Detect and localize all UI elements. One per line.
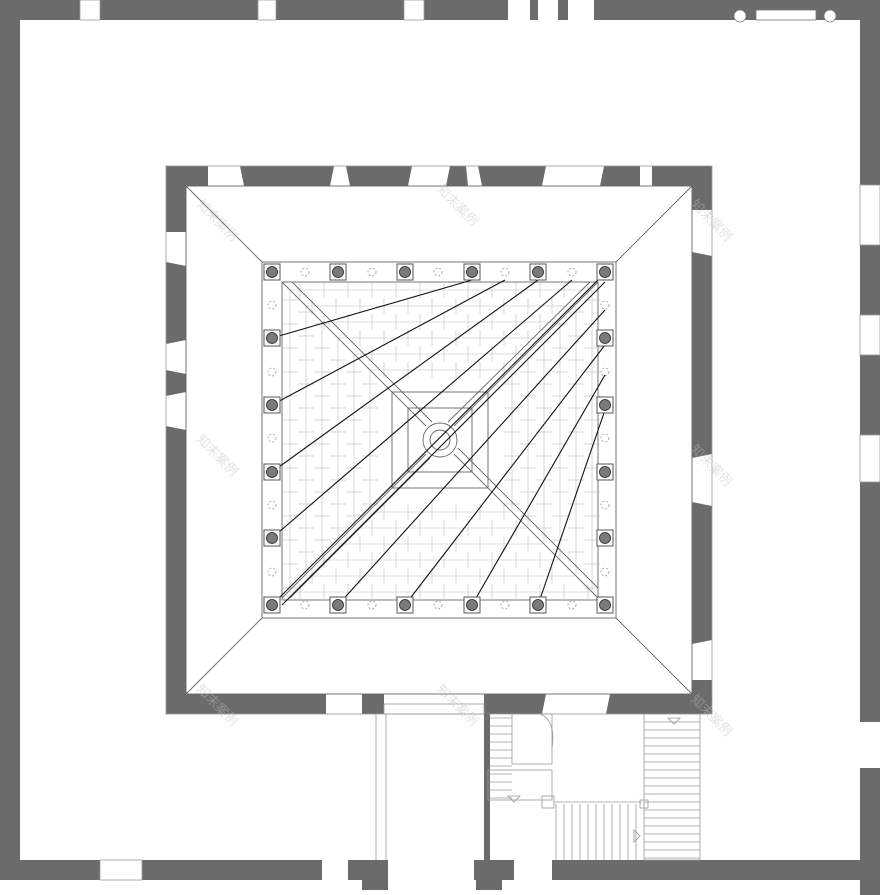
light-fixture xyxy=(267,567,277,577)
inner-walls xyxy=(165,165,713,715)
column-core xyxy=(266,599,278,611)
column-core xyxy=(399,599,411,611)
cable xyxy=(281,281,606,606)
cable xyxy=(471,374,606,606)
cable xyxy=(271,279,573,539)
cable xyxy=(404,344,606,606)
light-fixture xyxy=(500,600,510,610)
cable xyxy=(337,309,606,606)
watermark-text: 知末案例 xyxy=(194,197,241,244)
light-fixture xyxy=(600,567,610,577)
cable xyxy=(271,279,539,473)
light-fixture xyxy=(367,600,377,610)
light-fixture xyxy=(500,267,510,277)
column-core xyxy=(599,466,611,478)
column-core xyxy=(599,399,611,411)
column-core xyxy=(599,599,611,611)
cable xyxy=(537,409,606,606)
column-core xyxy=(399,266,411,278)
light-fixture xyxy=(367,267,377,277)
light-fixture xyxy=(600,300,610,310)
light-fixture xyxy=(267,367,277,377)
column-core xyxy=(532,266,544,278)
stair-area xyxy=(375,703,701,861)
column-core xyxy=(266,399,278,411)
column-core xyxy=(466,266,478,278)
column-core xyxy=(266,466,278,478)
column-core xyxy=(599,266,611,278)
light-fixture xyxy=(267,300,277,310)
light-fixture xyxy=(600,500,610,510)
column-core xyxy=(332,266,344,278)
cable xyxy=(271,279,506,406)
light-fixture xyxy=(600,367,610,377)
column-core xyxy=(599,532,611,544)
column-core xyxy=(532,599,544,611)
cable xyxy=(271,277,601,606)
column-core xyxy=(266,532,278,544)
column-core xyxy=(266,266,278,278)
column-core xyxy=(266,332,278,344)
atrium xyxy=(185,185,693,695)
light-fixture xyxy=(300,600,310,610)
light-fixture xyxy=(433,267,443,277)
light-fixture xyxy=(600,433,610,443)
light-fixture xyxy=(267,500,277,510)
light-fixture xyxy=(567,600,577,610)
cable xyxy=(271,279,473,339)
column-core xyxy=(332,599,344,611)
light-fixture xyxy=(300,267,310,277)
light-fixture xyxy=(433,600,443,610)
column-core xyxy=(599,332,611,344)
watermark-text: 知末案例 xyxy=(434,682,481,729)
watermark-text: 知末案例 xyxy=(194,432,241,479)
watermark-text: 知末案例 xyxy=(434,182,481,229)
light-fixture xyxy=(267,433,277,443)
light-fixture xyxy=(567,267,577,277)
column-core xyxy=(466,599,478,611)
